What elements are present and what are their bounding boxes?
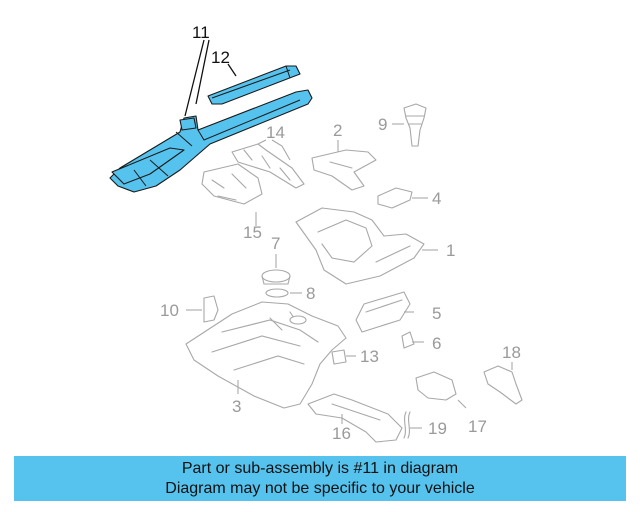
part-11-frame-rail[interactable]: [109, 89, 313, 193]
info-banner: Part or sub-assembly is #11 in diagram D…: [14, 456, 626, 501]
part-10-bracket[interactable]: [203, 295, 219, 323]
callout-2: 2: [333, 121, 342, 140]
part-1-spare-tub[interactable]: [295, 207, 425, 285]
part-6-clip[interactable]: [401, 331, 415, 349]
banner-line-1: Part or sub-assembly is #11 in diagram: [181, 460, 459, 477]
part-9-jack[interactable]: [403, 103, 427, 147]
part-14-bracket[interactable]: [231, 143, 305, 189]
parts-diagram: 11 12 1 2 3 4 5 6 7 8 9 10 13 14 15 16 1…: [109, 23, 523, 443]
banner-line-2: Diagram may not be specific to your vehi…: [165, 480, 475, 497]
part-2-crossmember[interactable]: [311, 149, 377, 191]
callout-13: 13: [360, 347, 379, 366]
callout-7: 7: [271, 234, 280, 253]
part-5-reinforcement[interactable]: [355, 291, 411, 333]
callout-15: 15: [243, 223, 262, 242]
callout-labels: 11 12 1 2 3 4 5 6 7 8 9 10 13 14 15 16 1…: [160, 23, 521, 443]
part-15-bracket[interactable]: [201, 163, 263, 205]
callout-5: 5: [432, 304, 441, 323]
part-16-crossmember[interactable]: [307, 393, 403, 443]
callout-8: 8: [306, 284, 315, 303]
part-18-bracket[interactable]: [483, 365, 523, 405]
callout-3: 3: [232, 397, 241, 416]
leader-lines: [184, 39, 513, 429]
callout-10: 10: [160, 301, 179, 320]
callout-12: 12: [211, 48, 230, 67]
part-19-bracket[interactable]: [403, 411, 411, 439]
callout-4: 4: [432, 189, 441, 208]
part-13-clip[interactable]: [331, 349, 347, 365]
callout-1: 1: [446, 241, 455, 260]
part-7-plug[interactable]: [261, 269, 291, 285]
part-3-floor-pan[interactable]: [185, 301, 347, 409]
part-12-rail[interactable]: [207, 65, 301, 105]
part-17-bracket[interactable]: [415, 371, 457, 401]
callout-18: 18: [502, 343, 521, 362]
callout-17: 17: [468, 417, 487, 436]
callout-11: 11: [192, 23, 210, 42]
callout-14: 14: [266, 123, 285, 142]
callout-16: 16: [332, 424, 351, 443]
callout-9: 9: [378, 115, 387, 134]
part-8-plug[interactable]: [265, 288, 289, 298]
callout-19: 19: [428, 419, 447, 438]
part-4-panel[interactable]: [377, 187, 413, 209]
callout-6: 6: [432, 334, 441, 353]
